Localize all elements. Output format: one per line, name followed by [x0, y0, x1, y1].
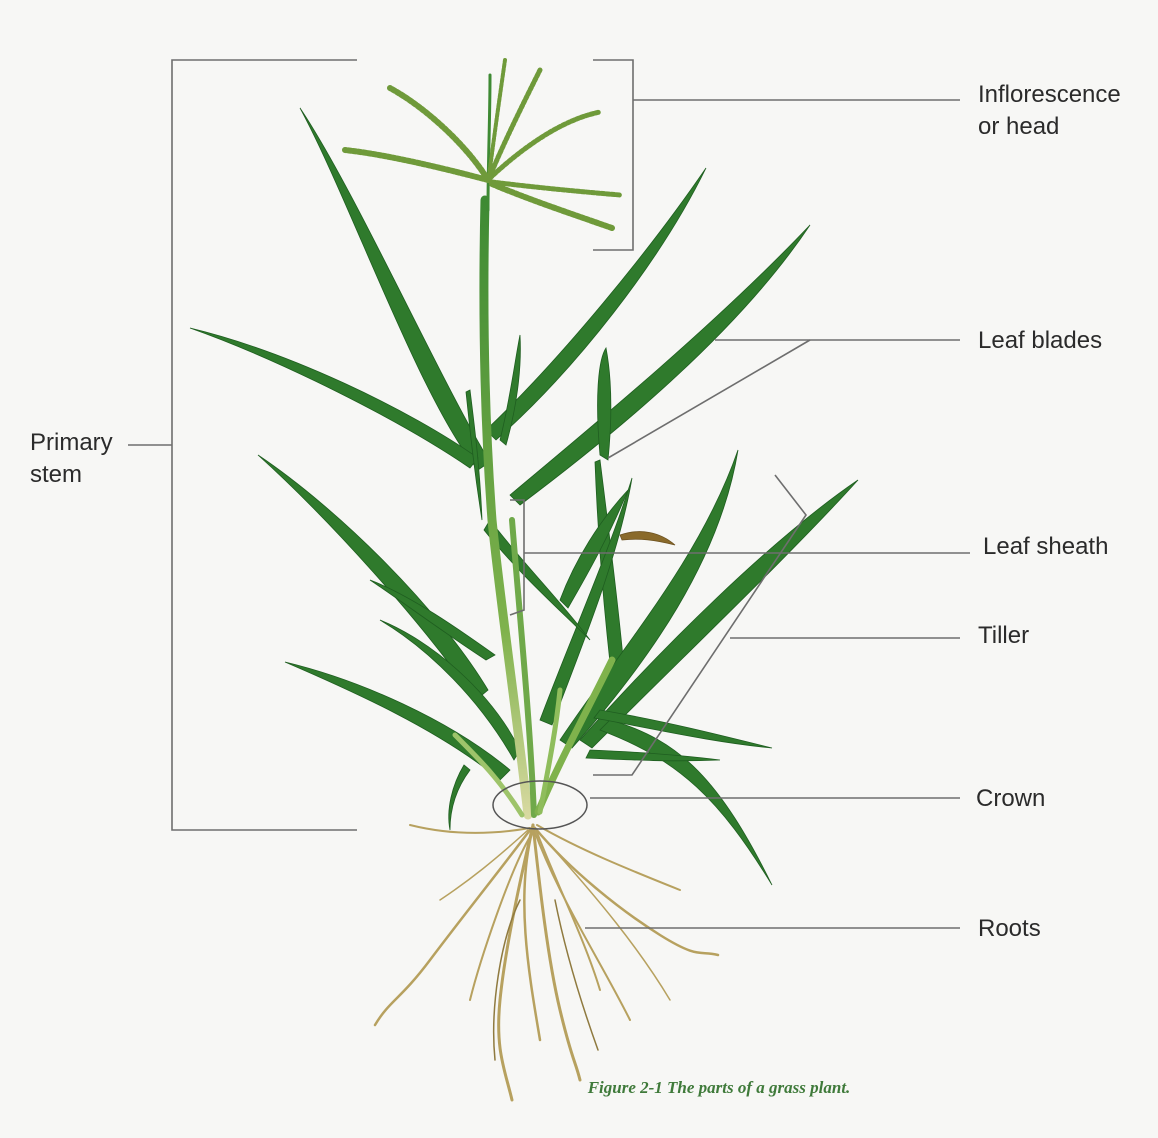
label-crown: Crown [976, 783, 1045, 815]
label-roots: Roots [978, 913, 1041, 945]
label-inflorescence: Inflorescence or head [978, 79, 1121, 143]
label-tiller: Tiller [978, 620, 1029, 652]
figure-caption-text: Figure 2-1 The parts of a grass plant. [588, 1078, 851, 1097]
label-leaf-sheath: Leaf sheath [983, 531, 1108, 563]
figure-caption: Figure 2-1 The parts of a grass plant. [0, 1078, 1158, 1098]
label-leaf-blades: Leaf blades [978, 325, 1102, 357]
primary-stem-bracket [172, 60, 357, 830]
label-primary-stem: Primary stem [30, 427, 113, 491]
roots-drawing [375, 825, 718, 1100]
